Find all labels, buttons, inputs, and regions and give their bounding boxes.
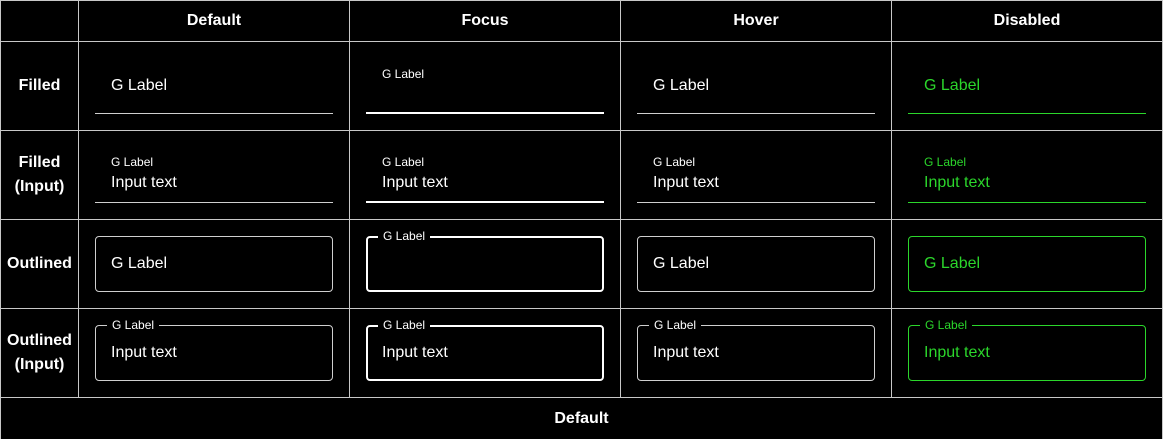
- grid-line: [891, 0, 892, 398]
- field-label: G Label: [924, 155, 967, 169]
- column-header-hover: Hover: [733, 12, 779, 29]
- outlined-input-text-field-focus[interactable]: G Label Input text: [366, 318, 604, 381]
- grid-line: [0, 0, 1163, 1]
- grid-line: [0, 0, 1, 398]
- field-label: G Label: [920, 318, 973, 332]
- outlined-input-text-field-disabled: G Label Input text: [908, 318, 1146, 381]
- grid-line: [0, 130, 1163, 131]
- filled-text-field-default[interactable]: G Label: [95, 70, 333, 114]
- outlined-text-field-focus[interactable]: G Label: [366, 229, 604, 292]
- filled-input-text-field-focus[interactable]: G Label Input text: [366, 151, 604, 203]
- field-value: Input text: [111, 174, 177, 191]
- field-value: Input text: [653, 344, 719, 361]
- field-value: Input text: [924, 174, 990, 191]
- grid-line: [0, 41, 1163, 42]
- grid-line: [0, 398, 1, 439]
- outlined-input-text-field-hover[interactable]: G Label Input text: [637, 318, 875, 381]
- field-value: Input text: [382, 344, 448, 361]
- field-value: Input text: [653, 174, 719, 191]
- grid-line: [78, 0, 79, 398]
- field-label: G Label: [378, 229, 431, 243]
- field-label: G Label: [653, 155, 696, 169]
- row-header-line: Outlined: [7, 255, 72, 272]
- field-label: G Label: [111, 155, 154, 169]
- field-label: G Label: [111, 255, 168, 272]
- field-label: G Label: [382, 155, 425, 169]
- column-header-disabled: Disabled: [993, 12, 1061, 29]
- column-header-default: Default: [186, 12, 242, 29]
- field-value: Input text: [111, 344, 177, 361]
- grid-line: [620, 0, 621, 398]
- field-label: G Label: [111, 77, 168, 94]
- row-header-line: Filled: [18, 154, 61, 171]
- row-header-filled: Filled: [1, 42, 78, 130]
- filled-input-text-field-hover[interactable]: G Label Input text: [637, 151, 875, 203]
- field-value: Input text: [924, 344, 990, 361]
- field-label: G Label: [653, 255, 710, 272]
- filled-input-text-field-disabled: G Label Input text: [908, 151, 1146, 203]
- grid-line: [0, 397, 1163, 398]
- row-header-line: (Input): [14, 356, 65, 373]
- row-header-outlined: Outlined: [1, 220, 78, 308]
- grid-line: [349, 0, 350, 398]
- field-label: G Label: [382, 67, 425, 81]
- row-header-line: Filled: [18, 77, 61, 94]
- field-label: G Label: [924, 255, 981, 272]
- outlined-text-field-default[interactable]: G Label: [95, 236, 333, 292]
- field-label: G Label: [107, 318, 160, 332]
- grid-line: [0, 308, 1163, 309]
- grid-line: [0, 219, 1163, 220]
- outlined-text-field-disabled: G Label: [908, 236, 1146, 292]
- column-header-focus: Focus: [461, 12, 509, 29]
- row-header-line: Outlined: [7, 332, 72, 349]
- field-label: G Label: [649, 318, 702, 332]
- row-header-line: (Input): [14, 178, 65, 195]
- field-value: Input text: [382, 174, 448, 191]
- footer-label: Default: [554, 409, 609, 427]
- outlined-input-text-field-default[interactable]: G Label Input text: [95, 318, 333, 381]
- filled-text-field-focus[interactable]: G Label: [366, 62, 604, 114]
- outlined-text-field-hover[interactable]: G Label: [637, 236, 875, 292]
- field-label: G Label: [653, 77, 710, 94]
- filled-text-field-disabled: G Label: [908, 70, 1146, 114]
- filled-input-text-field-default[interactable]: G Label Input text: [95, 151, 333, 203]
- field-label: G Label: [924, 77, 981, 94]
- row-header-outlined-input: Outlined (Input): [1, 309, 78, 397]
- row-header-filled-input: Filled (Input): [1, 131, 78, 219]
- filled-text-field-hover[interactable]: G Label: [637, 70, 875, 114]
- field-label: G Label: [378, 318, 431, 332]
